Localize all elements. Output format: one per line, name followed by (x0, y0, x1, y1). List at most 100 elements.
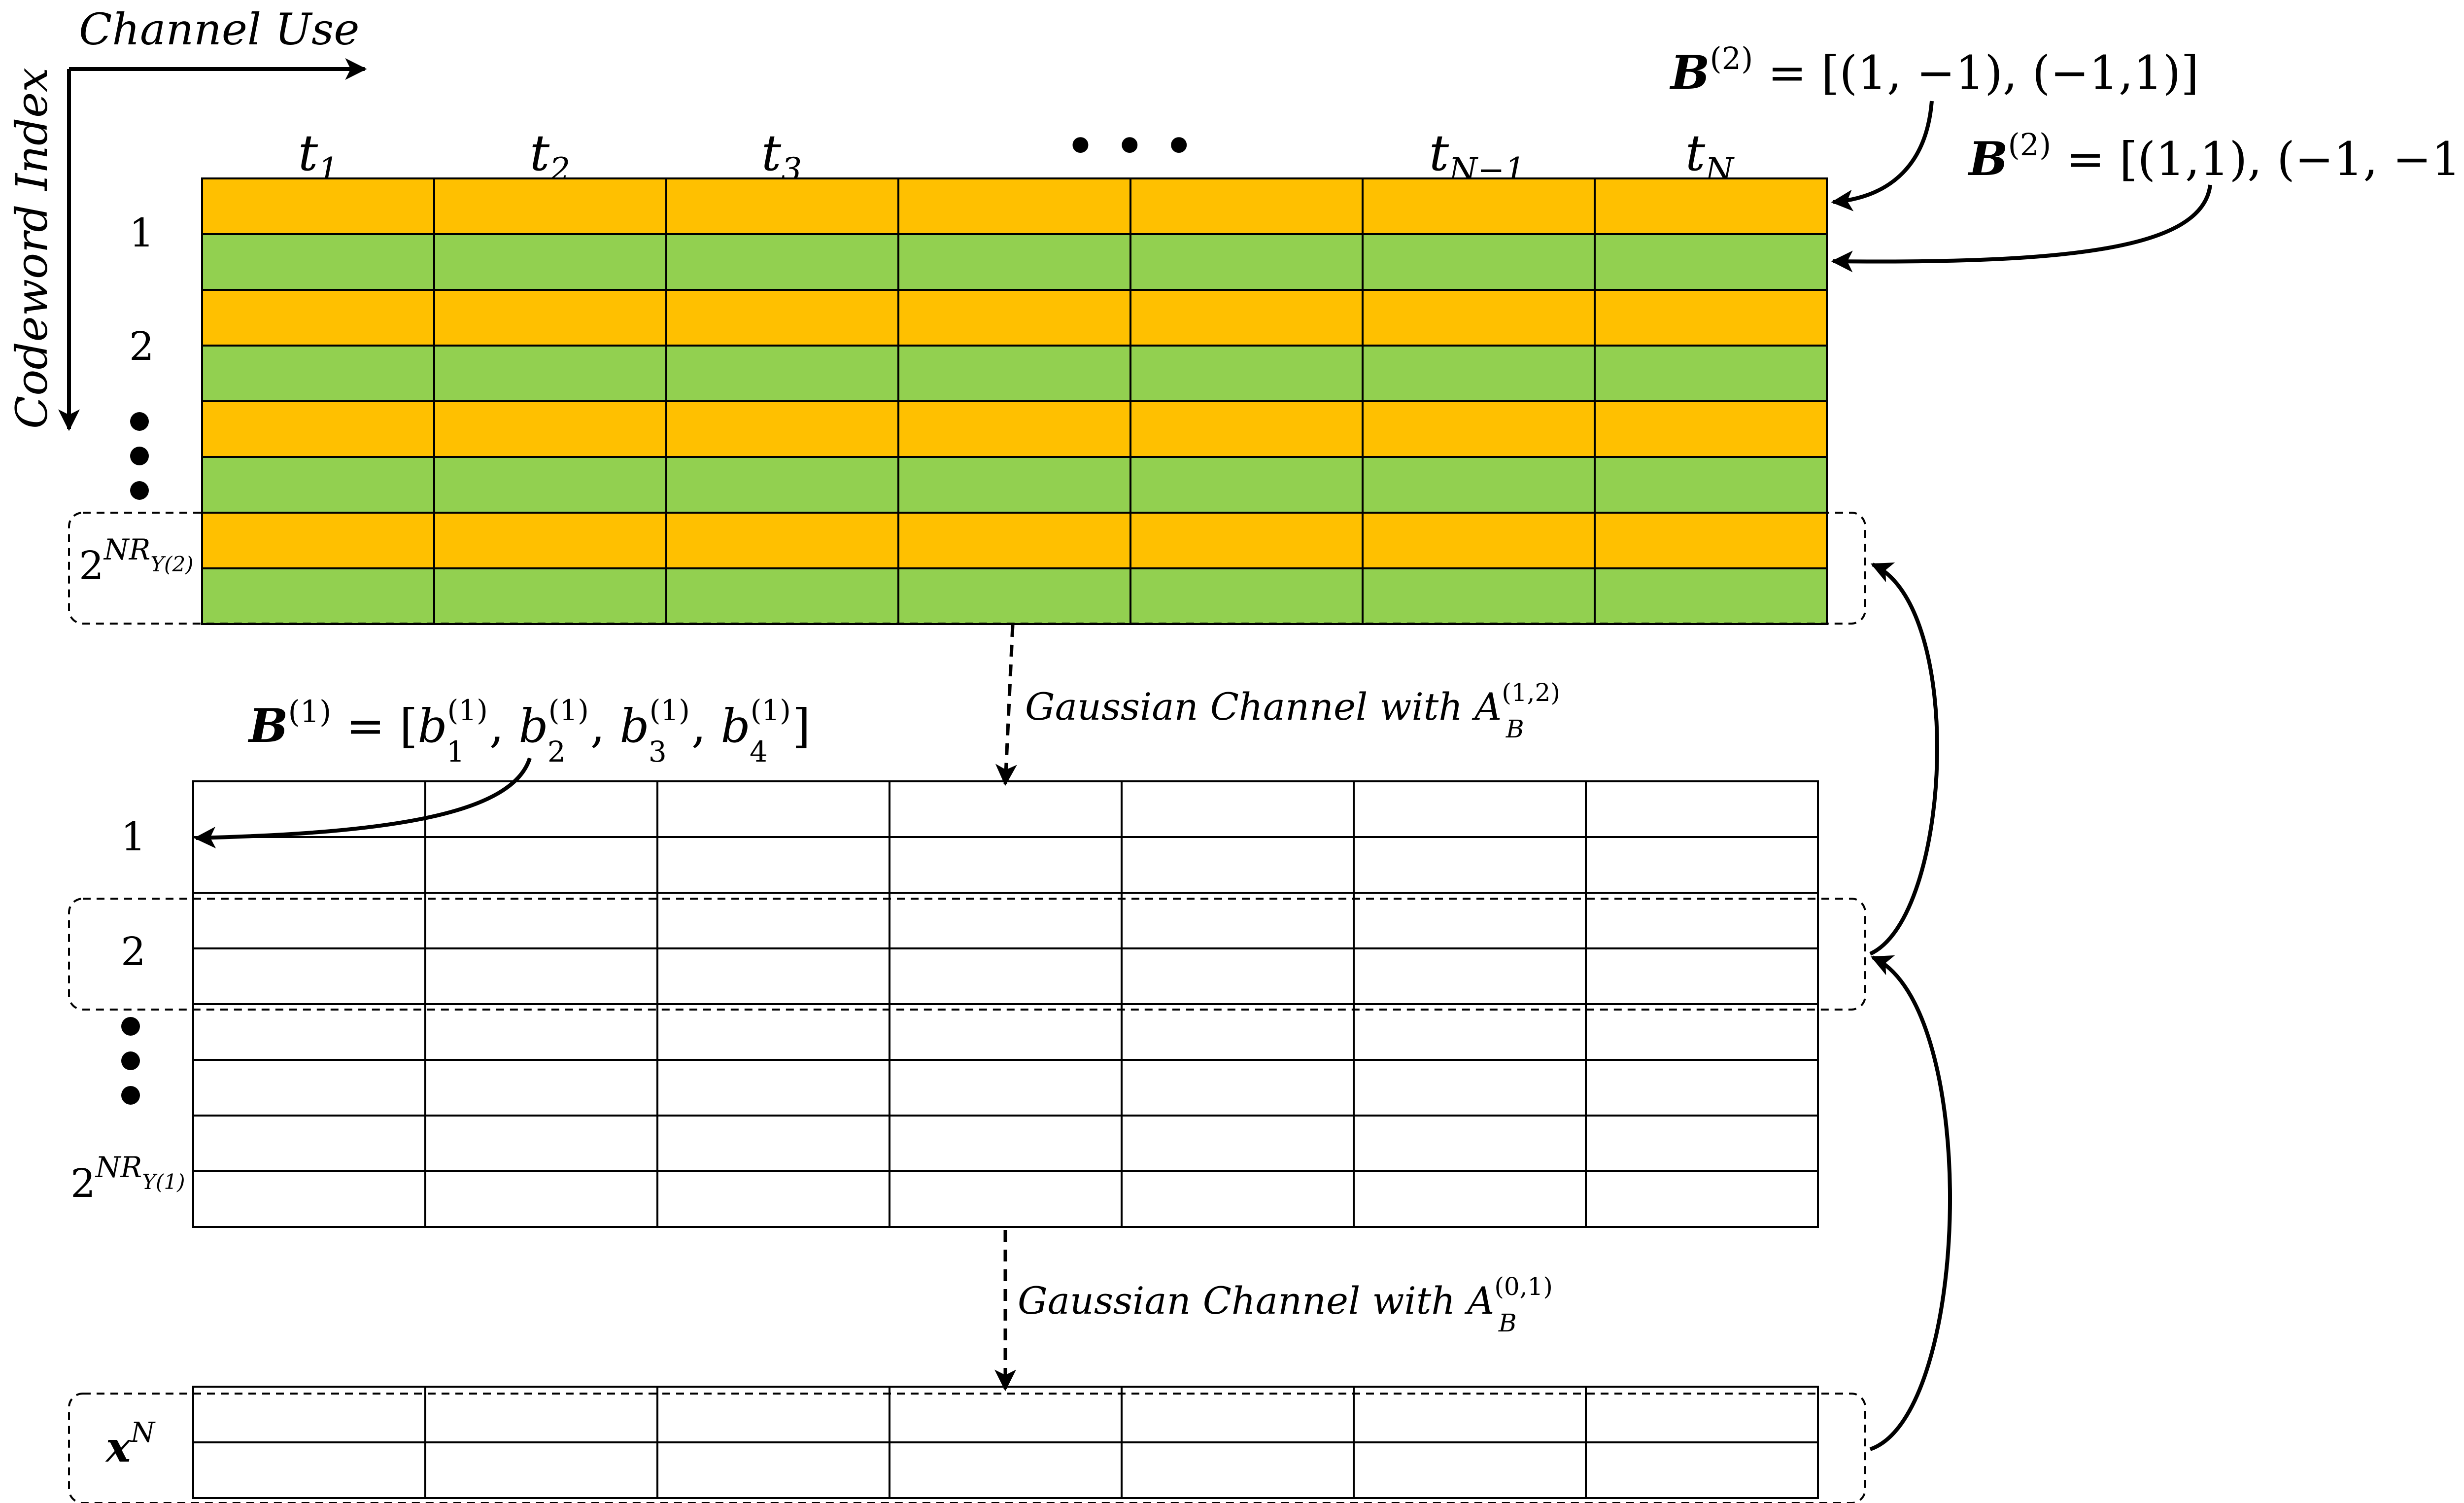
bottom-grid-cell-r2-c3 (656, 1441, 890, 1499)
top-grid-cell-r8-c1 (201, 567, 435, 625)
top-grid-cell-r3-c6 (1362, 289, 1596, 347)
middle-grid-cell-r1-c6 (1353, 780, 1587, 838)
top-grid-cell-r7-c1 (201, 512, 435, 569)
middle-row-label-1: 1 (121, 814, 146, 860)
top-grid-cell-r5-c1 (201, 400, 435, 458)
middle-grid-cell-r8-c7 (1585, 1170, 1819, 1228)
top-grid-cell-r5-c2 (433, 400, 667, 458)
middle-grid-cell-r4-c7 (1585, 947, 1819, 1005)
middle-row-ellipsis-dot (121, 1017, 140, 1036)
middle-grid-cell-r3-c1 (192, 892, 426, 949)
top-grid-cell-r1-c1 (201, 177, 435, 235)
top-grid-cell-r5-c3 (665, 400, 899, 458)
top-grid-cell-r3-c5 (1129, 289, 1364, 347)
top-row-labels: 1 2 2NRY(2) (79, 210, 194, 589)
middle-grid-cell-r2-c3 (656, 836, 890, 894)
bottom-grid-cell-r2-c5 (1121, 1441, 1355, 1499)
middle-grid-cell-r5-c7 (1585, 1003, 1819, 1061)
middle-grid-cell-r7-c3 (656, 1115, 890, 1172)
top-grid-cell-r5-c5 (1129, 400, 1364, 458)
bottom-grid-cell-r1-c1 (192, 1386, 426, 1443)
middle-grid-cell-r3-c7 (1585, 892, 1819, 949)
middle-grid-cell-r2-c4 (889, 836, 1123, 894)
bottom-grid-cell-r1-c3 (656, 1386, 890, 1443)
top-grid-cell-r8-c6 (1362, 567, 1596, 625)
arrow-b2-first-to-row (1831, 101, 1934, 211)
highlight-box-bottom (68, 1393, 1866, 1503)
top-row-label-1: 1 (129, 210, 154, 256)
channel-label-lower: Gaussian Channel with A(0,1)B (1018, 1272, 1553, 1337)
top-grid-cell-r1-c7 (1594, 177, 1828, 235)
top-grid-cell-r7-c7 (1594, 512, 1828, 569)
top-grid-cell-r7-c6 (1362, 512, 1596, 569)
top-grid-cell-r1-c3 (665, 177, 899, 235)
middle-grid-cell-r4-c6 (1353, 947, 1587, 1005)
top-grid-cell-r2-c6 (1362, 233, 1596, 291)
top-grid-cell-r2-c7 (1594, 233, 1828, 291)
middle-grid-cell-r6-c2 (424, 1059, 658, 1117)
top-grid-cell-r4-c7 (1594, 345, 1828, 402)
codeword-index-label: Codeword Index (6, 68, 57, 429)
middle-grid-cell-r1-c7 (1585, 780, 1819, 838)
bottom-grid-cell-r1-c4 (889, 1386, 1123, 1443)
top-row-label-2: 2 (129, 323, 154, 369)
top-grid-cell-r3-c7 (1594, 289, 1828, 347)
top-grid-cell-r4-c6 (1362, 345, 1596, 402)
middle-grid-cell-r8-c6 (1353, 1170, 1587, 1228)
top-grid-cell-r4-c1 (201, 345, 435, 402)
bottom-grid-cell-r1-c6 (1353, 1386, 1587, 1443)
middle-grid-cell-r5-c1 (192, 1003, 426, 1061)
top-grid-cell-r6-c3 (665, 456, 899, 514)
top-grid-cell-r3-c4 (897, 289, 1131, 347)
bottom-grid-cell-r2-c4 (889, 1441, 1123, 1499)
middle-row-label-2: 2 (121, 929, 146, 975)
middle-grid-cell-r1-c3 (656, 780, 890, 838)
top-grid-cell-r3-c2 (433, 289, 667, 347)
middle-codebook-grid (192, 780, 1819, 1228)
middle-grid-cell-r5-c2 (424, 1003, 658, 1061)
bottom-grid-cell-r2-c7 (1585, 1441, 1819, 1499)
middle-grid-cell-r4-c4 (889, 947, 1123, 1005)
arrow-middle-to-top (1869, 562, 1939, 956)
bottom-codeword-grid (192, 1386, 1819, 1499)
top-grid-cell-r8-c5 (1129, 567, 1364, 625)
bottom-grid-cell-r2-c2 (424, 1441, 658, 1499)
equation-b2-second: B(2) = [(1,1), (−1, −1)] (1967, 127, 2464, 186)
middle-grid-cell-r2-c2 (424, 836, 658, 894)
top-grid-cell-r8-c7 (1594, 567, 1828, 625)
top-grid-cell-r7-c5 (1129, 512, 1364, 569)
middle-grid-cell-r4-c2 (424, 947, 658, 1005)
highlight-box-middle-row-2 (68, 898, 1866, 1011)
middle-grid-cell-r2-c5 (1121, 836, 1355, 894)
bottom-grid-cell-r1-c5 (1121, 1386, 1355, 1443)
top-row-ellipsis-dot (130, 412, 149, 431)
top-grid-cell-r6-c2 (433, 456, 667, 514)
column-ellipsis: • • • (1064, 115, 1195, 178)
middle-grid-cell-r8-c4 (889, 1170, 1123, 1228)
middle-grid-cell-r1-c4 (889, 780, 1123, 838)
middle-grid-cell-r8-c5 (1121, 1170, 1355, 1228)
channel-label-upper: Gaussian Channel with A(1,2)B (1025, 678, 1560, 743)
top-grid-cell-r1-c2 (433, 177, 667, 235)
bottom-grid-cell-r1-c7 (1585, 1386, 1819, 1443)
middle-grid-cell-r6-c1 (192, 1059, 426, 1117)
middle-grid-cell-r3-c5 (1121, 892, 1355, 949)
middle-grid-cell-r1-c1 (192, 780, 426, 838)
top-grid-cell-r2-c4 (897, 233, 1131, 291)
middle-row-ellipsis-dot (121, 1051, 140, 1070)
equation-b2-first: B(2) = [(1, −1), (−1,1)] (1669, 40, 2199, 100)
top-grid-cell-r8-c4 (897, 567, 1131, 625)
middle-grid-cell-r3-c3 (656, 892, 890, 949)
top-grid-cell-r4-c3 (665, 345, 899, 402)
top-grid-cell-r6-c7 (1594, 456, 1828, 514)
arrow-b2-second-to-row (1831, 184, 2212, 273)
top-grid-cell-r2-c3 (665, 233, 899, 291)
middle-grid-cell-r2-c6 (1353, 836, 1587, 894)
top-grid-cell-r4-c2 (433, 345, 667, 402)
top-grid-cell-r2-c2 (433, 233, 667, 291)
top-grid-cell-r3-c1 (201, 289, 435, 347)
middle-grid-cell-r6-c5 (1121, 1059, 1355, 1117)
middle-row-ellipsis-dot (121, 1086, 140, 1105)
middle-grid-cell-r8-c1 (192, 1170, 426, 1228)
